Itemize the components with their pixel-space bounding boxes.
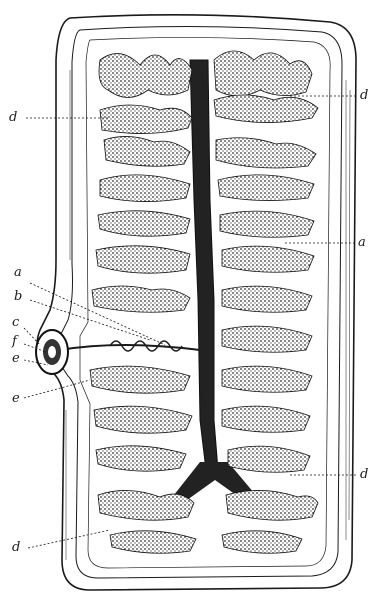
label-d-left-bottom: d — [12, 541, 20, 554]
label-e-upper: e — [12, 352, 20, 365]
label-d-right-top: d — [360, 89, 368, 102]
label-a-right: a — [358, 236, 366, 249]
leader-e-lower — [24, 380, 90, 398]
label-f: f — [12, 335, 17, 348]
label-e-lower: e — [12, 392, 20, 405]
label-c: c — [12, 316, 19, 329]
label-a-left: a — [14, 266, 22, 279]
leader-d-left-bottom — [28, 530, 110, 548]
label-d-right-bottom: d — [360, 468, 368, 481]
label-b: b — [14, 290, 22, 303]
label-d-left-top: d — [9, 111, 17, 124]
central-duct — [190, 60, 218, 470]
ring-core — [48, 346, 56, 358]
